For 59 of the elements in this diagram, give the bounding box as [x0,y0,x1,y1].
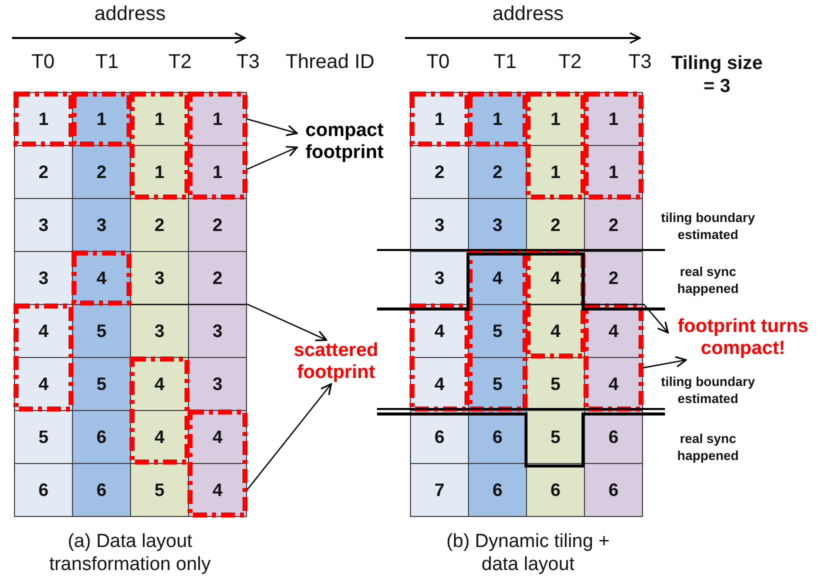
axis-label: Thread ID [284,50,376,74]
number-cell: 6 [14,463,73,517]
thread-label: T2 [557,50,583,74]
number-cell: 3 [188,304,247,358]
axis-label: address [93,2,167,26]
caption: (b) Dynamic tiling + data layout [445,530,611,576]
number-cell: 5 [14,410,73,464]
note: Tiling size = 3 [670,52,764,98]
number-cell: 2 [584,251,643,305]
note: real sync happened [676,263,740,297]
number-cell: 7 [410,463,469,517]
number-cell: 5 [526,410,585,464]
number-cell: 2 [14,145,73,199]
number-cell: 2 [410,145,469,199]
number-cell: 3 [14,251,73,305]
number-cell: 2 [526,198,585,252]
callout-text: footprint turns compact! [668,316,818,360]
thread-label: T1 [94,50,120,74]
callout-text: scattered footprint [288,340,384,384]
arrow [246,383,332,490]
number-cell: 3 [130,251,189,305]
thread-label: T3 [627,50,653,74]
number-cell: 6 [72,463,131,517]
thread-label: T0 [425,50,451,74]
arrow [246,146,298,170]
number-cell: 3 [410,251,469,305]
number-cell: 3 [14,198,73,252]
number-cell: 3 [188,357,247,411]
arrow [246,118,298,136]
number-cell: 5 [130,463,189,517]
number-cell: 6 [584,463,643,517]
number-cell: 2 [72,145,131,199]
number-cell: 6 [468,463,527,517]
caption: (a) Data layout transformation only [48,530,212,576]
number-cell: 3 [410,198,469,252]
arrow [527,304,669,334]
number-cell: 3 [72,198,131,252]
number-cell: 2 [188,198,247,252]
number-cell: 3 [130,304,189,358]
axis-label: address [491,2,565,26]
note: tiling boundary estimated [660,209,756,243]
thread-label: T1 [492,50,518,74]
number-cell: 5 [72,304,131,358]
number-cell: 2 [584,198,643,252]
number-cell: 6 [72,410,131,464]
thread-label: T3 [235,50,261,74]
number-cell: 5 [72,357,131,411]
arrow [642,356,687,368]
note: real sync happened [676,430,740,464]
number-cell: 3 [468,198,527,252]
number-cell: 2 [188,251,247,305]
arrow [131,304,328,342]
callout-text: compact footprint [297,120,392,164]
number-cell: 6 [526,463,585,517]
note: tiling boundary estimated [660,373,756,407]
number-cell: 2 [468,145,527,199]
thread-label: T0 [30,50,56,74]
number-cell: 2 [130,198,189,252]
thread-label: T2 [167,50,193,74]
